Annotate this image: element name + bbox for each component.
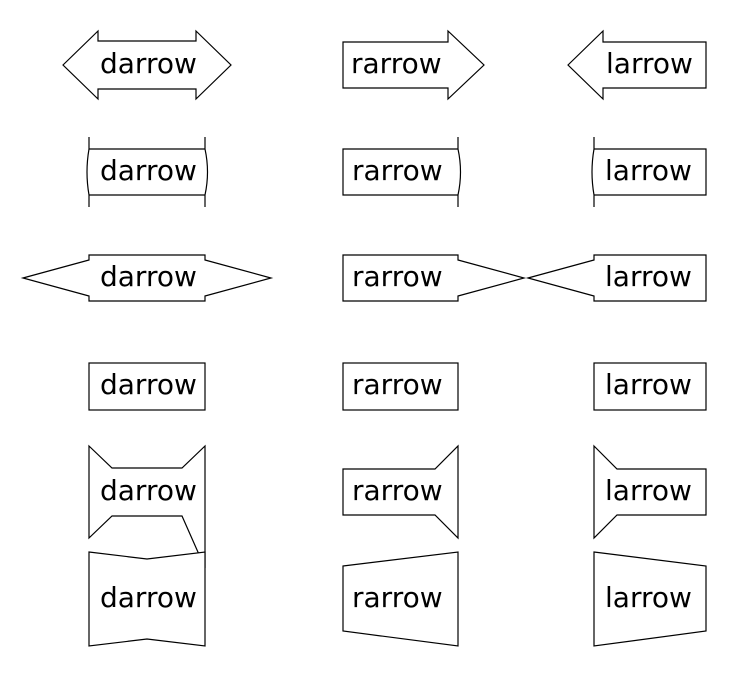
row-2-rarrow-label: rarrow (352, 154, 443, 187)
row-1-rarrow: rarrow (342, 29, 485, 101)
row-5-rarrow-label: rarrow (352, 474, 443, 507)
row-1-larrow-shape (567, 29, 707, 101)
row-2-curved: darrow rarrow larrow (86, 137, 707, 207)
row-5-larrow: larrow (593, 444, 707, 540)
row-2-larrow-label: larrow (605, 154, 692, 187)
row-1-larrow: larrow (567, 29, 707, 101)
row-6-darrow: darrow (88, 551, 206, 647)
row-5-darrow-label: darrow (100, 474, 197, 507)
row-5-larrow-shape (593, 444, 707, 540)
row-6-rarrow-label: rarrow (352, 581, 443, 614)
row-6-larrow-shape (593, 551, 707, 647)
row-1-darrow: darrow (62, 29, 232, 101)
row-3-darrow: darrow (20, 254, 274, 302)
row-2-darrow: darrow (86, 137, 209, 207)
row-6-darrow-shape (88, 551, 206, 647)
row-6-rarrow: rarrow (342, 551, 459, 647)
row-3-darrow-shape (20, 254, 274, 302)
row-2-rarrow-shape (342, 137, 462, 207)
row-4-rarrow-shape (342, 362, 459, 411)
row-3-larrow-label: larrow (605, 260, 692, 293)
row-4-darrow-shape (88, 362, 206, 411)
row-1-rarrow-label: rarrow (351, 47, 442, 80)
row-3-rarrow-shape (342, 254, 527, 302)
row-1-arrow: darrow rarrow larrow (62, 29, 707, 101)
row-5-rarrow: rarrow (342, 444, 459, 540)
row-6-tapered: darrow rarrow larrow (88, 551, 707, 647)
row-5-larrow-label: larrow (605, 474, 692, 507)
row-1-darrow-shape (62, 29, 232, 101)
row-3-larrow-shape (525, 254, 707, 302)
row-3-pointed: darrow rarrow larrow (20, 254, 707, 302)
row-2-larrow: larrow (591, 137, 707, 207)
row-4-larrow: larrow (593, 362, 707, 411)
row-1-larrow-label: larrow (606, 47, 693, 80)
row-5-darrow-shape (88, 444, 206, 569)
row-6-larrow: larrow (593, 551, 707, 647)
row-4-rarrow: rarrow (342, 362, 459, 411)
row-3-larrow: larrow (525, 254, 707, 302)
row-4-larrow-label: larrow (605, 368, 692, 401)
row-1-rarrow-shape (342, 29, 485, 101)
row-4-darrow-label: darrow (100, 368, 197, 401)
row-2-larrow-shape (591, 137, 707, 207)
row-4-darrow: darrow (88, 362, 206, 411)
row-2-darrow-shape (86, 137, 209, 207)
row-6-larrow-label: larrow (605, 581, 692, 614)
row-4-rarrow-label: rarrow (352, 368, 443, 401)
row-1-darrow-label: darrow (100, 47, 197, 80)
row-3-rarrow-label: rarrow (352, 260, 443, 293)
row-6-darrow-label: darrow (100, 581, 197, 614)
row-5-rarrow-shape (342, 444, 459, 540)
row-3-rarrow: rarrow (342, 254, 527, 302)
row-6-rarrow-shape (342, 551, 459, 647)
row-2-rarrow: rarrow (342, 137, 462, 207)
row-4-larrow-shape (593, 362, 707, 411)
row-5-notched: darrow rarrow larrow (88, 444, 707, 569)
row-4-box: darrow rarrow larrow (88, 362, 707, 411)
row-3-darrow-label: darrow (100, 260, 197, 293)
row-2-darrow-label: darrow (100, 154, 197, 187)
row-5-darrow: darrow (88, 444, 206, 569)
